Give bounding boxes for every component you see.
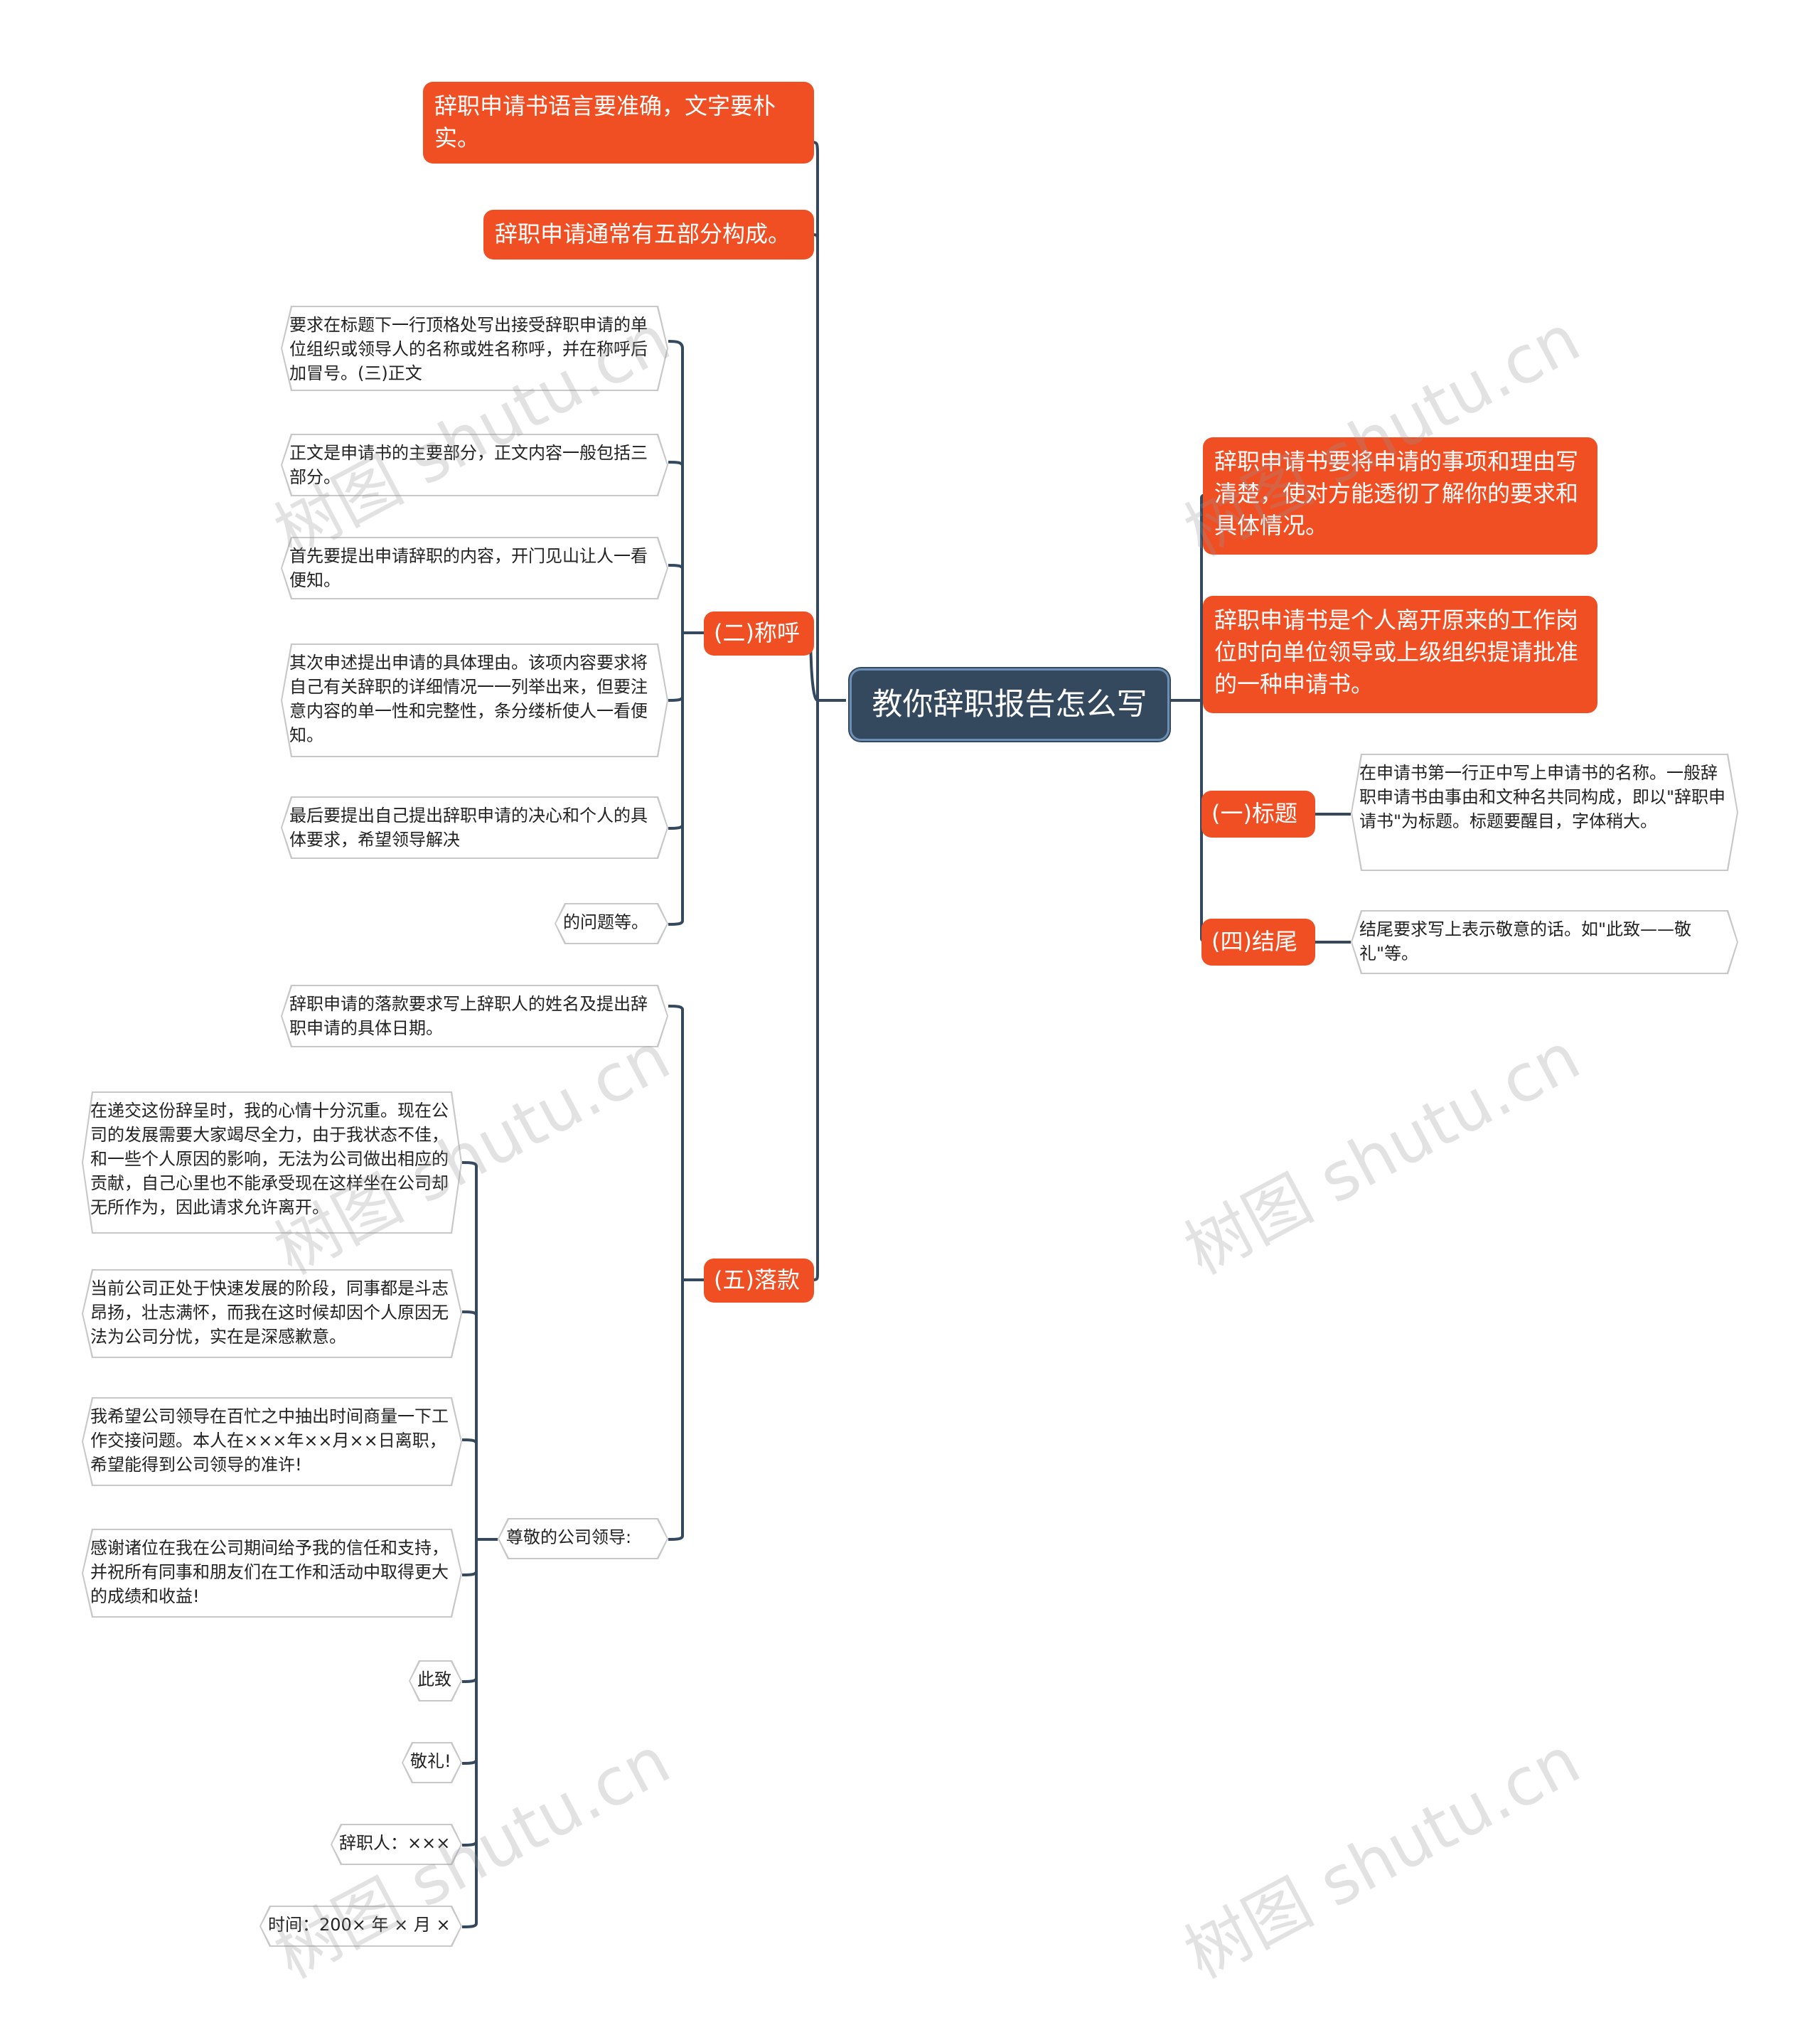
leaf-text: 结尾要求写上表示敬意的话。如"此致——敬礼"等。 xyxy=(1352,912,1737,973)
branch-luokuan[interactable]: (五)落款 xyxy=(704,1259,814,1303)
leaf-chenghu-3: 首先要提出申请辞职的内容，开门见山让人一看便知。 xyxy=(281,537,668,599)
branch-chenghu[interactable]: (二)称呼 xyxy=(704,611,814,656)
leaf-chenghu-1: 要求在标题下一行顶格处写出接受辞职申请的单位组织或领导人的名称或姓名称呼，并在称… xyxy=(281,306,668,391)
leaf-text: 尊敬的公司领导: xyxy=(499,1519,667,1558)
leaf-letter-7: 辞职人：××× xyxy=(331,1824,462,1865)
leaf-text: 时间：200× 年 × 月 × xyxy=(261,1907,461,1945)
leaf-text: 当前公司正处于快速发展的阶段，同事都是斗志昂扬，壮志满怀，而我在这时候却因个人原… xyxy=(83,1271,461,1357)
topic-language-accuracy[interactable]: 辞职申请书语言要准确，文字要朴实。 xyxy=(423,82,814,164)
leaf-text: 首先要提出申请辞职的内容，开门见山让人一看便知。 xyxy=(282,538,667,598)
leaf-text: 其次申述提出申请的具体理由。该项内容要求将自己有关辞职的详细情况一一列举出来，但… xyxy=(282,645,667,756)
topic-definition[interactable]: 辞职申请书是个人离开原来的工作岗位时向单位领导或上级组织提请批准的一种申请书。 xyxy=(1203,596,1597,713)
leaf-luokuan-1: 辞职申请的落款要求写上辞职人的姓名及提出辞职申请的具体日期。 xyxy=(281,985,668,1047)
leaf-text: 正文是申请书的主要部分，正文内容一般包括三部分。 xyxy=(282,435,667,495)
leaf-chenghu-2: 正文是申请书的主要部分，正文内容一般包括三部分。 xyxy=(281,434,668,496)
leaf-letter-6: 敬礼! xyxy=(402,1742,462,1783)
leaf-chenghu-5: 最后要提出自己提出辞职申请的决心和个人的具体要求，希望领导解决 xyxy=(281,796,668,859)
leaf-text: 此致 xyxy=(410,1662,461,1700)
topic-five-parts[interactable]: 辞职申请通常有五部分构成。 xyxy=(483,210,814,260)
leaf-text: 的问题等。 xyxy=(556,904,667,943)
leaf-chenghu-6: 的问题等。 xyxy=(555,903,668,944)
root-topic[interactable]: 教你辞职报告怎么写 xyxy=(850,668,1169,741)
leaf-letter-5: 此致 xyxy=(409,1660,462,1702)
leaf-text: 在递交这份辞呈时，我的心情十分沉重。现在公司的发展需要大家竭尽全力，由于我状态不… xyxy=(83,1093,461,1232)
leaf-luokuan-greeting: 尊敬的公司领导: xyxy=(498,1518,668,1559)
leaf-text: 要求在标题下一行顶格处写出接受辞职申请的单位组织或领导人的名称或姓名称呼，并在称… xyxy=(282,307,667,390)
leaf-letter-4: 感谢诸位在我在公司期间给予我的信任和支持，并祝所有同事和朋友们在工作和活动中取得… xyxy=(82,1529,462,1618)
leaf-text: 我希望公司领导在百忙之中抽出时间商量一下工作交接问题。本人在×××年××月××日… xyxy=(83,1399,461,1485)
leaf-text: 敬礼! xyxy=(403,1743,461,1782)
branch-biaoti[interactable]: (一)标题 xyxy=(1201,791,1315,838)
leaf-jiewei: 结尾要求写上表示敬意的话。如"此致——敬礼"等。 xyxy=(1351,910,1738,974)
leaf-text: 辞职申请的落款要求写上辞职人的姓名及提出辞职申请的具体日期。 xyxy=(282,986,667,1046)
leaf-text: 最后要提出自己提出辞职申请的决心和个人的具体要求，希望领导解决 xyxy=(282,798,667,858)
topic-write-clearly[interactable]: 辞职申请书要将申请的事项和理由写清楚，使对方能透彻了解你的要求和具体情况。 xyxy=(1203,437,1597,555)
leaf-letter-3: 我希望公司领导在百忙之中抽出时间商量一下工作交接问题。本人在×××年××月××日… xyxy=(82,1397,462,1486)
branch-jiewei[interactable]: (四)结尾 xyxy=(1201,919,1315,966)
leaf-text: 在申请书第一行正中写上申请书的名称。一般辞职申请书由事由和文种名共同构成，即以"… xyxy=(1352,755,1737,870)
leaf-text: 辞职人：××× xyxy=(332,1825,461,1864)
leaf-letter-8: 时间：200× 年 × 月 × xyxy=(259,1906,462,1947)
leaf-letter-2: 当前公司正处于快速发展的阶段，同事都是斗志昂扬，壮志满怀，而我在这时候却因个人原… xyxy=(82,1269,462,1358)
leaf-biaoti: 在申请书第一行正中写上申请书的名称。一般辞职申请书由事由和文种名共同构成，即以"… xyxy=(1351,754,1738,871)
leaf-text: 感谢诸位在我在公司期间给予我的信任和支持，并祝所有同事和朋友们在工作和活动中取得… xyxy=(83,1530,461,1616)
leaf-letter-1: 在递交这份辞呈时，我的心情十分沉重。现在公司的发展需要大家竭尽全力，由于我状态不… xyxy=(82,1091,462,1234)
leaf-chenghu-4: 其次申述提出申请的具体理由。该项内容要求将自己有关辞职的详细情况一一列举出来，但… xyxy=(281,643,668,757)
